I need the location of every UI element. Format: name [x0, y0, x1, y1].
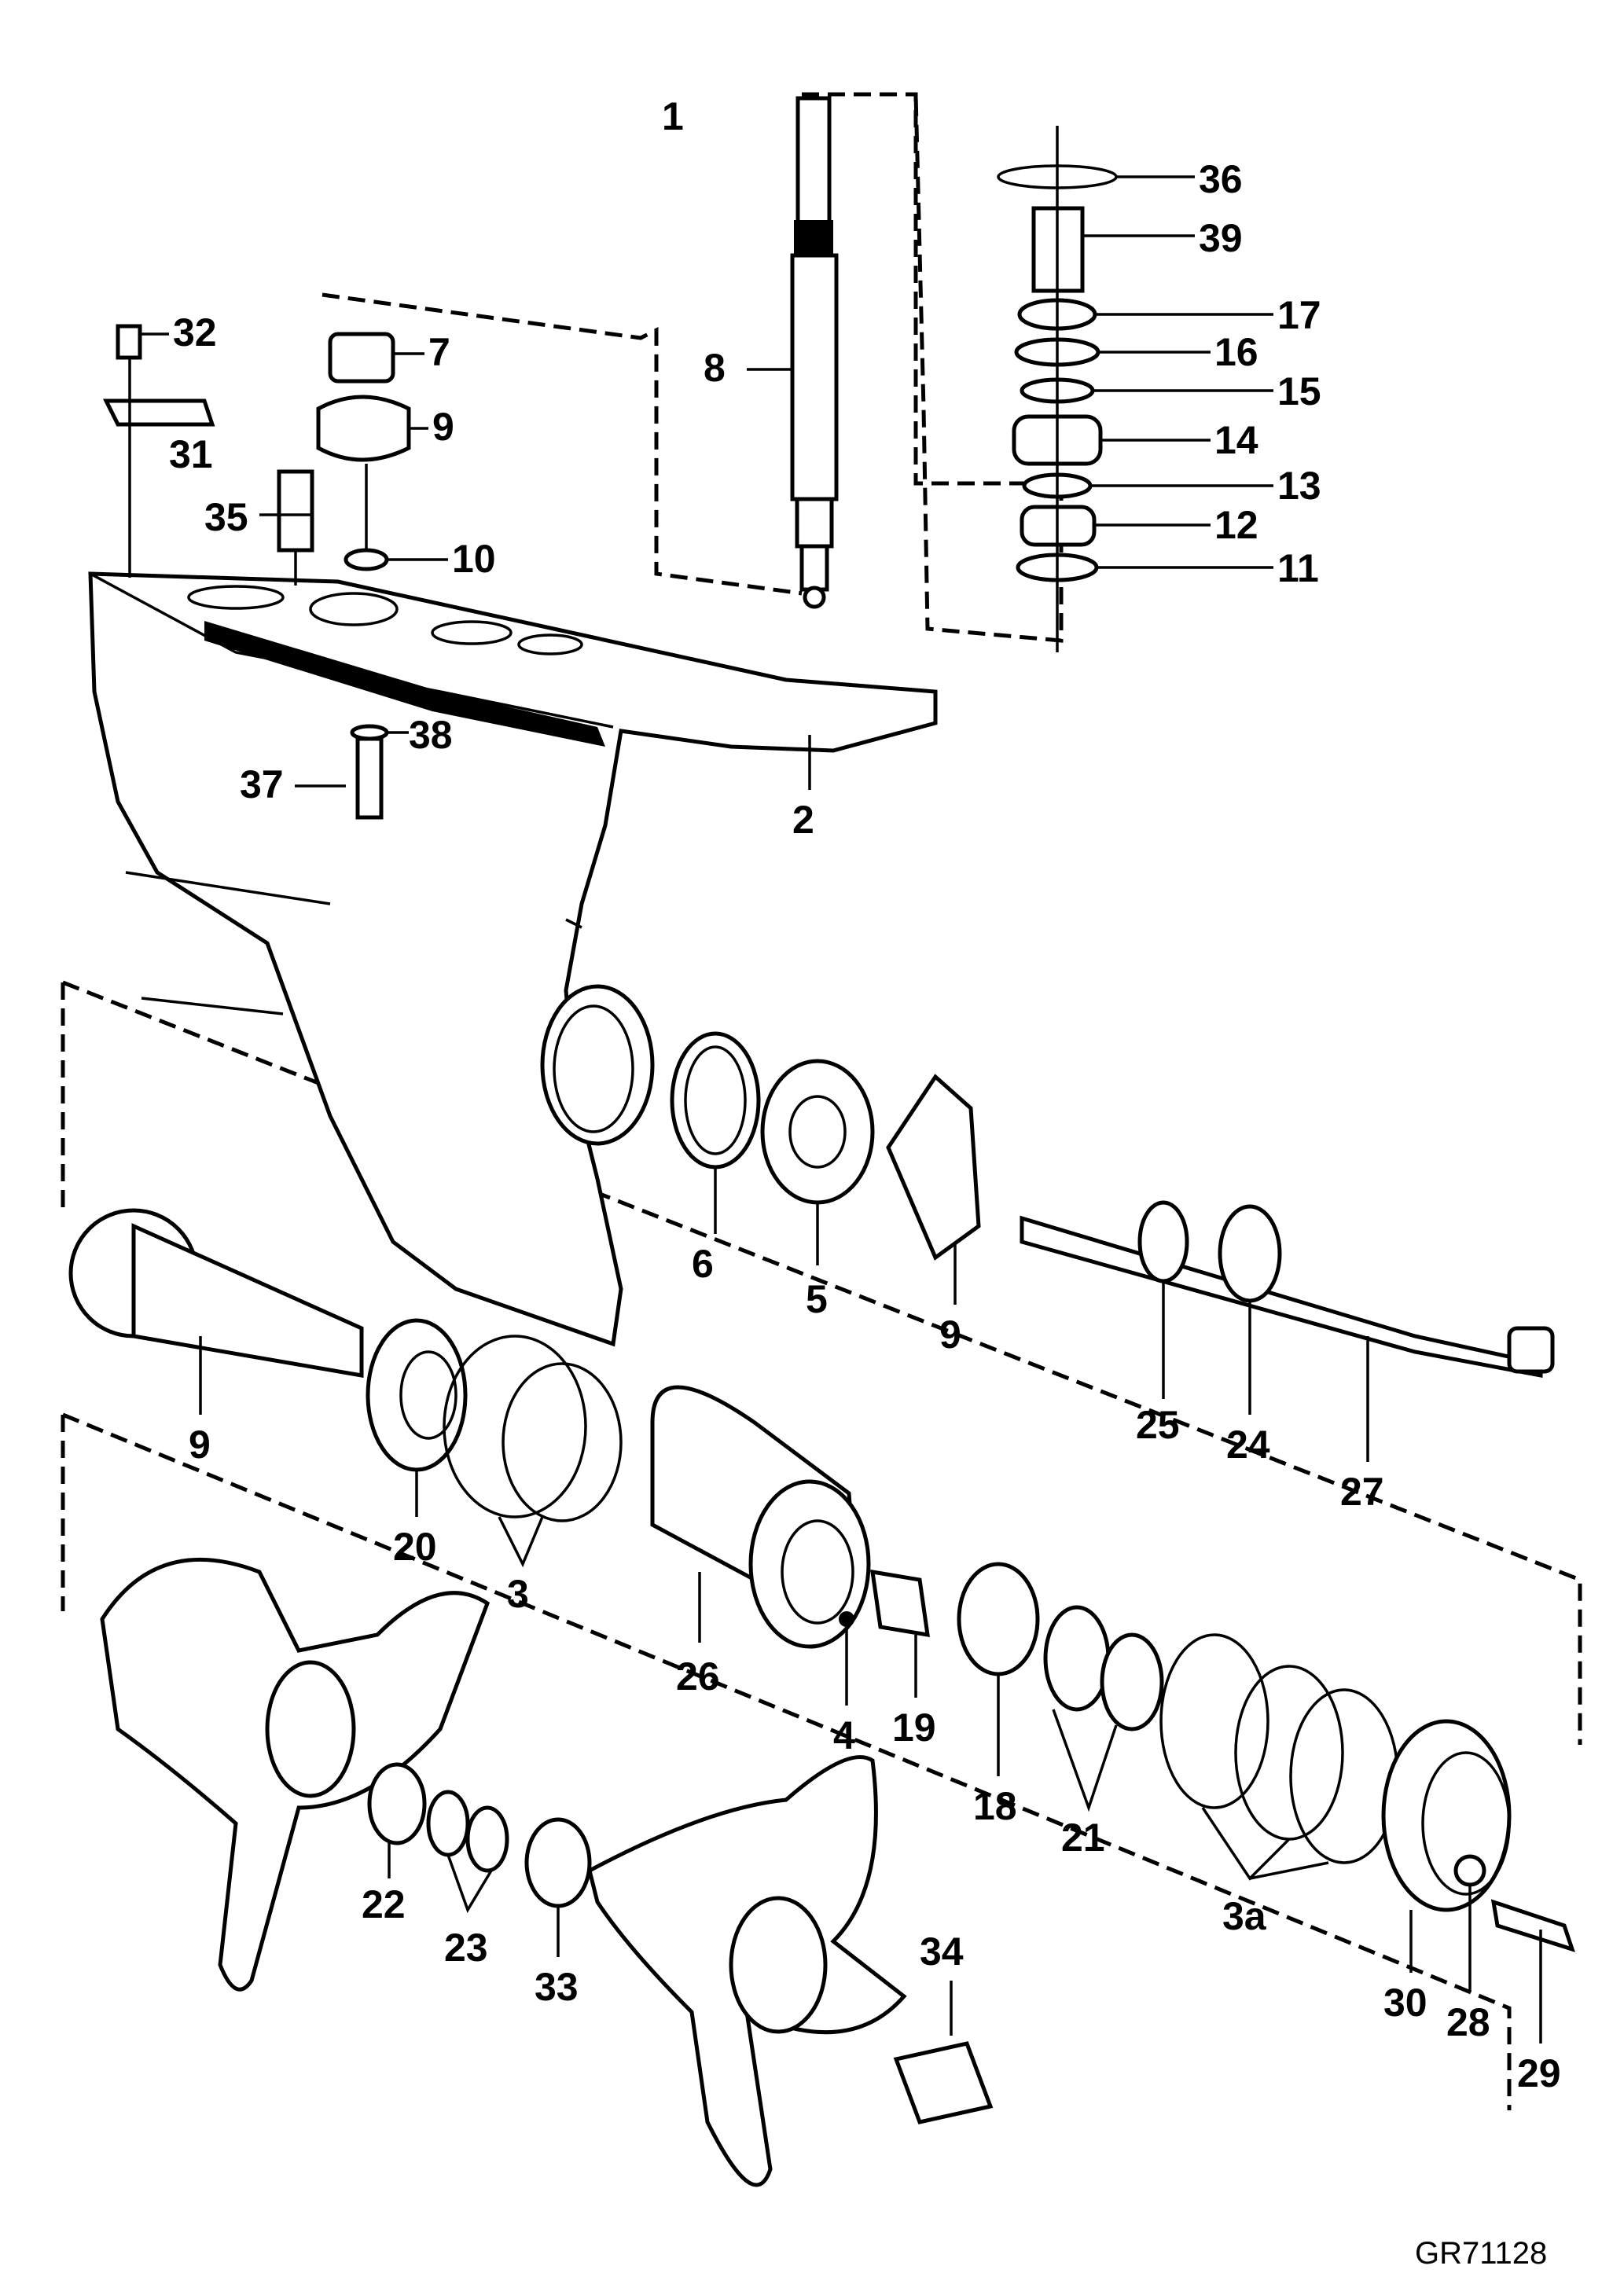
- callout-34: 34: [920, 1930, 964, 1974]
- reference-code: GR71128: [1415, 2236, 1547, 2271]
- washer-23b: [465, 1805, 509, 1873]
- propeller-shaft-27: [1020, 1215, 1543, 1379]
- o-ring-3b: [502, 1362, 623, 1522]
- washer-21a: [1043, 1605, 1111, 1712]
- bearing-20: [366, 1318, 468, 1472]
- o-ring-3a-1: [1159, 1633, 1269, 1809]
- top-left-parts: [102, 324, 411, 820]
- callout-12: 12: [1214, 503, 1258, 547]
- forward-shaft-row: [540, 984, 1555, 1379]
- callout-15: 15: [1277, 369, 1321, 413]
- callout-33: 33: [535, 1965, 579, 2009]
- ring-24: [1218, 1204, 1282, 1303]
- callout-36: 36: [1199, 157, 1243, 201]
- boundary-pinion-gear: [321, 292, 803, 596]
- propeller-front-hub: [265, 1660, 356, 1798]
- bearing-race-housing: [540, 984, 655, 1146]
- callout-35: 35: [204, 495, 248, 539]
- gear-housing: [88, 571, 938, 1347]
- callout-3a: 3a: [1222, 1894, 1267, 1938]
- shim-10: [344, 548, 389, 571]
- callout-10: 10: [452, 537, 496, 581]
- plug-35: [277, 469, 314, 553]
- callout-9-mid: 9: [939, 1313, 961, 1357]
- callout-16: 16: [1214, 330, 1258, 374]
- nut-34: [893, 2041, 994, 2124]
- ball-4: [839, 1611, 854, 1627]
- callout-5: 5: [806, 1277, 828, 1321]
- callout-4: 4: [833, 1713, 855, 1757]
- callout-22: 22: [362, 1882, 406, 1926]
- callout-11: 11: [1277, 546, 1319, 590]
- callout-9-top: 9: [432, 405, 454, 449]
- sleeve-19: [870, 1569, 930, 1638]
- callout-32: 32: [173, 310, 217, 354]
- bracket-31: [102, 398, 215, 427]
- callout-37: 37: [240, 762, 284, 806]
- callout-6: 6: [692, 1242, 714, 1286]
- o-ring-3a: [443, 1335, 587, 1518]
- callout-31: 31: [169, 432, 213, 476]
- callout-1: 1: [662, 94, 684, 138]
- bearing-7: [328, 332, 395, 384]
- callout-26: 26: [676, 1654, 720, 1698]
- callout-21: 21: [1061, 1816, 1105, 1860]
- stack-parts: [997, 126, 1118, 652]
- callout-8: 8: [704, 346, 726, 390]
- propeller-rear-hub: [729, 1896, 828, 2034]
- callout-3: 3: [507, 1572, 529, 1616]
- callout-18: 18: [973, 1784, 1017, 1828]
- reverse-shaft-row: [68, 1208, 1575, 1952]
- callout-23: 23: [444, 1926, 488, 1970]
- gear-9-top: [316, 395, 411, 462]
- callout-29: 29: [1517, 2051, 1561, 2095]
- thrust-33: [524, 1817, 592, 1908]
- propeller-area: [100, 1557, 994, 2187]
- drive-shaft: [790, 96, 839, 609]
- boundary-pinion-shaft: [802, 92, 1064, 643]
- washer-38: [350, 724, 389, 741]
- pin-37: [355, 736, 384, 820]
- o-ring-3a-3: [1289, 1688, 1399, 1864]
- callout-27: 27: [1340, 1470, 1384, 1514]
- callout-24: 24: [1226, 1423, 1270, 1467]
- bearing-18: [957, 1562, 1040, 1676]
- boundary-propeller-assembly: [61, 1412, 1512, 2110]
- callout-30: 30: [1383, 1981, 1427, 2025]
- callout-20: 20: [393, 1525, 437, 1569]
- callout-13: 13: [1277, 464, 1321, 508]
- callout-25: 25: [1136, 1403, 1180, 1447]
- callout-14: 14: [1214, 418, 1258, 462]
- screw-32: [116, 324, 142, 360]
- gear-9-mid: [886, 1074, 981, 1261]
- callout-19: 19: [892, 1706, 936, 1750]
- callout-38: 38: [409, 713, 453, 757]
- callout-labels: 1 2 3 3a 4 5 6 7 8 9 9 9 10 11 12 13 14 …: [169, 94, 1561, 2095]
- callout-9-left: 9: [189, 1423, 211, 1467]
- washer-21b: [1100, 1632, 1164, 1731]
- lock-28: [1453, 1854, 1486, 1887]
- callout-7: 7: [428, 330, 450, 374]
- callout-39: 39: [1199, 216, 1243, 260]
- o-ring-3a-2: [1234, 1665, 1344, 1841]
- screw-29: [1490, 1899, 1575, 1952]
- bearing-5: [760, 1059, 875, 1205]
- washer-23a: [426, 1790, 470, 1857]
- boundary-shaft-assembly: [61, 980, 1582, 1745]
- callout-28: 28: [1446, 2000, 1490, 2044]
- ring-25: [1137, 1200, 1189, 1283]
- callout-2: 2: [792, 798, 814, 842]
- bushing-22: [367, 1762, 427, 1845]
- leader-lines: [141, 175, 1542, 2043]
- callout-17: 17: [1277, 293, 1321, 337]
